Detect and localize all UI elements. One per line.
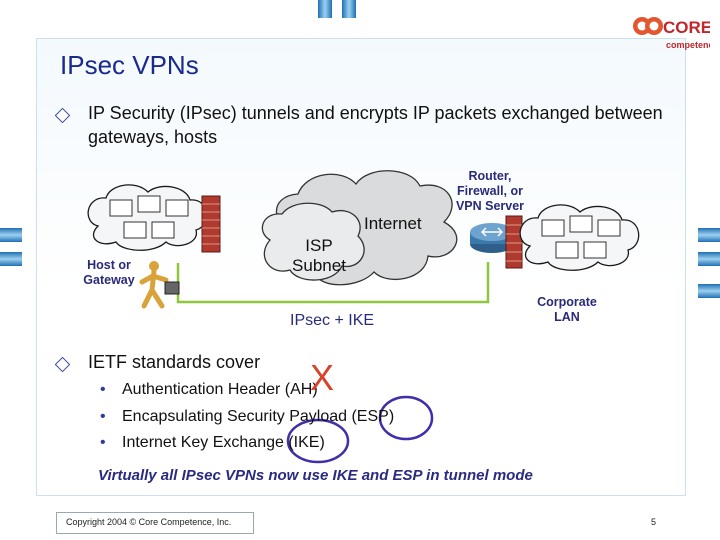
logo-text-competence: competence xyxy=(666,40,710,50)
highlight-circle-esp xyxy=(378,395,434,441)
isp-subnet-cloud xyxy=(261,202,365,281)
frame-tab-top-1 xyxy=(318,0,332,18)
internet-label: Internet xyxy=(364,214,422,233)
frame-tab-right-1 xyxy=(698,228,720,242)
core-competence-logo: CORE competence xyxy=(633,17,710,50)
strike-x-mark: X xyxy=(310,357,335,398)
copyright-text: Copyright 2004 © Core Competence, Inc. xyxy=(66,517,232,527)
frame-tab-left-2 xyxy=(0,252,22,266)
sub-item-ike: •Internet Key Exchange (IKE) xyxy=(100,434,325,451)
corporate-lan-label: Corporate LAN xyxy=(537,295,597,324)
frame-tab-left-1 xyxy=(0,228,22,242)
router-firewall-vpn-label: Router, Firewall, or VPN Server xyxy=(455,169,525,213)
mobile-user-icon xyxy=(139,261,180,309)
highlight-circle-ike xyxy=(286,418,350,464)
frame-tab-right-2 xyxy=(698,252,720,266)
logo-text-core: CORE xyxy=(663,18,710,37)
slide-title: IPsec VPNs xyxy=(60,50,199,80)
corporate-lan-cloud xyxy=(519,204,640,271)
sub-item-esp: •Encapsulating Security Payload (ESP) xyxy=(100,408,395,425)
frame-tab-right-3 xyxy=(698,284,720,298)
sub-item-ah: •Authentication Header (AH) xyxy=(100,381,318,398)
corporate-firewall-icon xyxy=(505,215,523,269)
frame-tab-top-2 xyxy=(342,0,356,18)
host-gateway-label: Host or Gateway xyxy=(83,258,135,287)
sub-bullet-dot: • xyxy=(100,408,106,425)
sub-bullet-dot: • xyxy=(100,434,106,451)
page-number: 5 xyxy=(651,517,657,527)
ipsec-ike-tunnel-label: IPsec + IKE xyxy=(290,312,375,329)
isp-subnet-label: ISP Subnet xyxy=(292,236,346,275)
router-icon xyxy=(470,223,514,253)
host-firewall-icon xyxy=(201,195,221,253)
sub-bullet-dot: • xyxy=(100,381,106,398)
host-lan-cloud xyxy=(87,184,208,251)
footer-copyright-box xyxy=(56,512,254,534)
summary-statement: Virtually all IPsec VPNs now use IKE and… xyxy=(98,467,533,484)
bullet-ipsec-definition: IP Security (IPsec) tunnels and encrypts… xyxy=(88,103,663,147)
bullet-ietf-standards: IETF standards cover xyxy=(88,352,261,372)
